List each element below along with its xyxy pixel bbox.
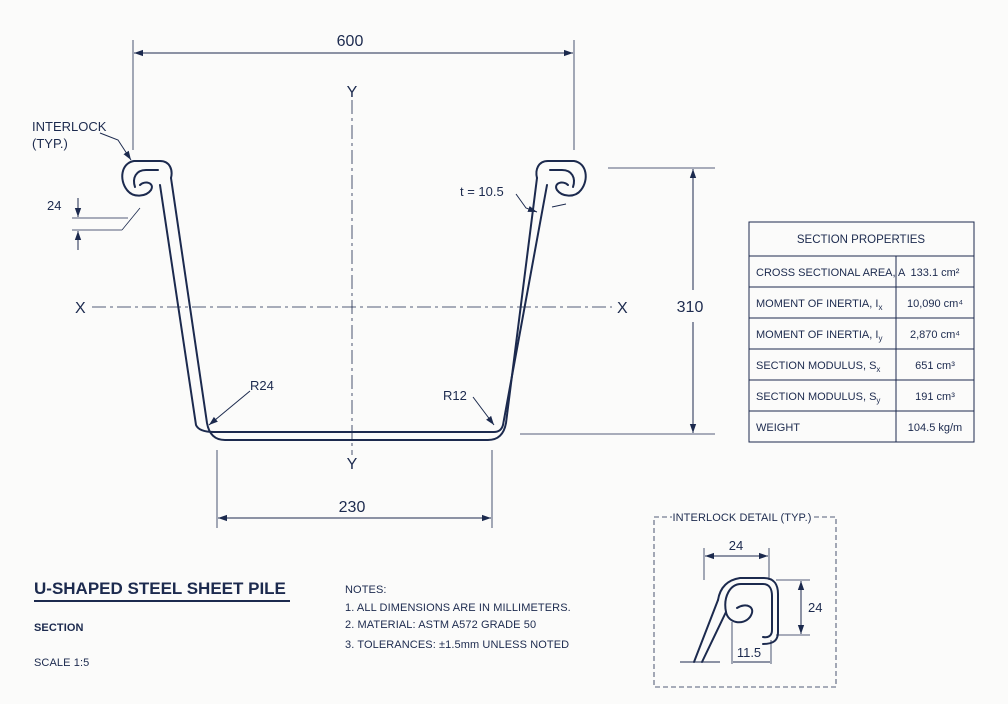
dim-thickness: t = 10.5 bbox=[460, 184, 504, 199]
property-label: WEIGHT bbox=[756, 422, 800, 434]
thickness-tick bbox=[551, 203, 567, 208]
axis-y-top: Y bbox=[347, 84, 358, 101]
pile-profile bbox=[121, 160, 587, 441]
axis-x-left: X bbox=[75, 300, 86, 317]
axis-y-bottom: Y bbox=[347, 456, 358, 473]
property-label: MOMENT OF INERTIA, Iy bbox=[756, 329, 882, 343]
property-label-subscript: y bbox=[876, 396, 880, 405]
detail-opening: 11.5 bbox=[737, 645, 761, 660]
dim-height: 310 bbox=[677, 299, 704, 316]
right-interlock bbox=[535, 160, 587, 197]
detail-width: 24 bbox=[729, 538, 743, 553]
property-label-subscript: y bbox=[878, 334, 882, 343]
gap-leader bbox=[121, 207, 141, 231]
property-value: 10,090 cm⁴ bbox=[907, 298, 963, 310]
properties-table bbox=[748, 221, 975, 443]
note-item: 2. MATERIAL: ASTM A572 GRADE 50 bbox=[345, 619, 536, 631]
interlock-leader bbox=[99, 132, 132, 161]
pile-outer-wall bbox=[170, 177, 538, 441]
r24-leader bbox=[208, 390, 251, 426]
interlock-callout-line2: (TYP.) bbox=[32, 136, 68, 151]
right-interlock-inner bbox=[549, 169, 575, 188]
thickness-leader bbox=[515, 193, 538, 213]
property-label-subscript: x bbox=[878, 303, 882, 312]
property-label-subscript: x bbox=[876, 365, 880, 374]
pile-inner-wall bbox=[159, 184, 548, 433]
left-interlock bbox=[121, 160, 173, 197]
property-label: SECTION MODULUS, Sx bbox=[756, 360, 880, 374]
properties-rows: CROSS SECTIONAL AREA, A 133.1 cm² MOMENT O… bbox=[756, 267, 963, 434]
property-value: 133.1 cm² bbox=[911, 267, 960, 279]
detail-height: 24 bbox=[808, 600, 822, 615]
dim-radius-right: R12 bbox=[443, 388, 467, 403]
r12-leader bbox=[472, 396, 495, 426]
interlock-callout-line1: INTERLOCK bbox=[32, 119, 107, 134]
property-label: SECTION MODULUS, Sy bbox=[756, 391, 880, 405]
dim-radius-left: R24 bbox=[250, 378, 274, 393]
note-item: 1. ALL DIMENSIONS ARE IN MILLIMETERS. bbox=[345, 602, 571, 614]
dim-interlock-gap: 24 bbox=[47, 198, 61, 213]
properties-heading: SECTION PROPERTIES bbox=[797, 234, 926, 246]
dim-bottom-width: 230 bbox=[339, 499, 366, 516]
property-value: 191 cm³ bbox=[915, 391, 955, 403]
note-item: 3. TOLERANCES: ±1.5mm UNLESS NOTED bbox=[345, 639, 569, 651]
property-value: 2,870 cm⁴ bbox=[910, 329, 960, 341]
drawing-scale: SCALE 1:5 bbox=[34, 657, 89, 669]
dim-top-width: 600 bbox=[337, 33, 364, 50]
property-label: CROSS SECTIONAL AREA, A bbox=[756, 267, 906, 279]
notes-heading: NOTES: bbox=[345, 584, 387, 596]
left-interlock-inner bbox=[133, 169, 159, 188]
detail-heading: INTERLOCK DETAIL (TYP.) bbox=[672, 512, 811, 524]
property-label: MOMENT OF INERTIA, Ix bbox=[756, 298, 882, 312]
drawing-title: U-SHAPED STEEL SHEET PILE bbox=[34, 579, 286, 598]
property-value: 104.5 kg/m bbox=[908, 422, 962, 434]
detail-hook bbox=[693, 577, 779, 663]
property-value: 651 cm³ bbox=[915, 360, 955, 372]
drawing-subtitle: SECTION bbox=[34, 622, 84, 634]
detail-heading-bg bbox=[672, 508, 812, 526]
axis-x-right: X bbox=[617, 300, 628, 317]
